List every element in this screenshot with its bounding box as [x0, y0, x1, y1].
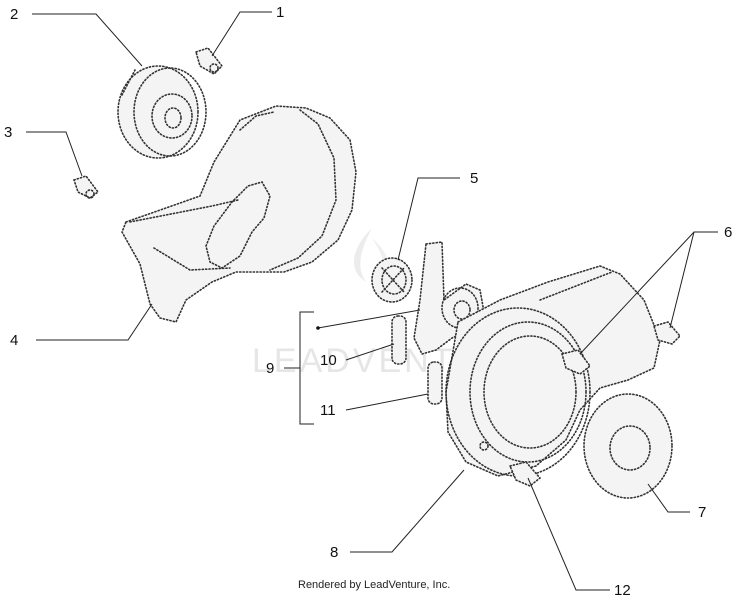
part-1-fastener[interactable] — [195, 47, 224, 75]
callout-2: 2 — [10, 6, 18, 23]
part-3-fastener[interactable] — [72, 175, 100, 199]
callouts: 1 2 3 4 5 6 7 8 9 10 11 12 — [4, 4, 732, 599]
part-10-pin[interactable] — [391, 315, 407, 365]
callout-9: 9 — [266, 360, 274, 377]
callout-11: 11 — [320, 402, 336, 419]
callout-4: 4 — [10, 332, 18, 349]
callout-7: 7 — [698, 504, 706, 521]
render-credit: Rendered by LeadVenture, Inc. — [298, 579, 450, 591]
part-12-clip[interactable] — [508, 461, 542, 487]
part-5-gear[interactable] — [371, 257, 413, 303]
part-11-pin[interactable] — [427, 361, 443, 405]
callout-3: 3 — [4, 124, 12, 141]
leader-lines — [26, 11, 718, 591]
part-8-housing[interactable] — [445, 265, 661, 477]
callout-12: 12 — [614, 582, 631, 599]
callout-5: 5 — [470, 170, 478, 187]
callout-6: 6 — [724, 224, 732, 241]
callout-10: 10 — [320, 352, 337, 369]
callout-1: 1 — [276, 4, 284, 21]
callout-8: 8 — [330, 544, 338, 561]
part-6-clip-a[interactable] — [561, 349, 592, 375]
part-7-cover[interactable] — [583, 393, 673, 499]
part-2-pulley[interactable] — [117, 65, 207, 159]
part-4-belt-guard[interactable] — [121, 105, 357, 323]
part-6-clip-b[interactable] — [653, 321, 682, 345]
